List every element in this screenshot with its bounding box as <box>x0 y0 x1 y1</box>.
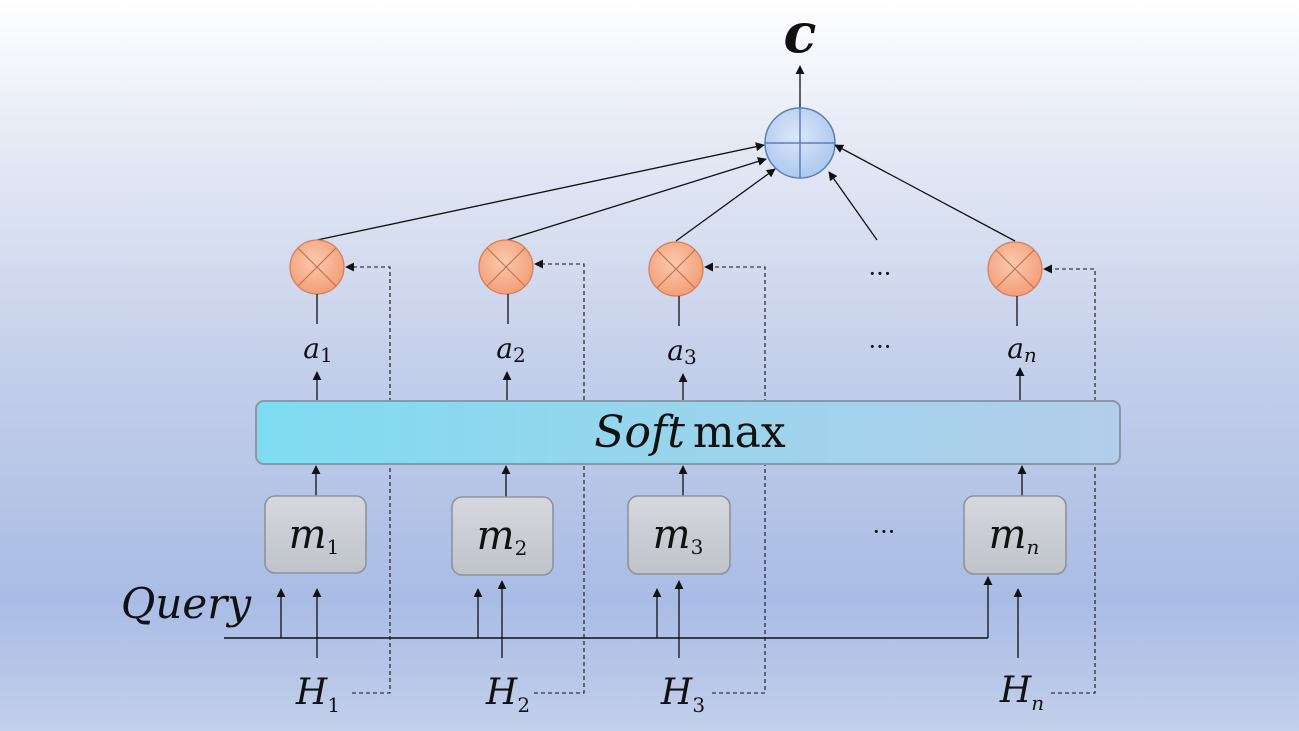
multiplier-node-2 <box>478 239 534 295</box>
hidden-state-n: Hn <box>999 670 1044 715</box>
attention-weight-3-base: a <box>667 334 684 367</box>
attention-weight-n-sub: n <box>1024 343 1037 367</box>
memory-box-3: m3 <box>627 495 731 575</box>
hidden-state-1: H1 <box>295 672 340 717</box>
query-label: Query <box>121 579 252 628</box>
attention-weight-2: a2 <box>496 332 525 367</box>
memory-label-1-base: m <box>289 512 327 558</box>
edge-mul3-sum <box>675 168 776 242</box>
attention-weight-1: a1 <box>303 332 332 367</box>
memory-box-1: m1 <box>264 495 367 574</box>
attention-weight-1-base: a <box>303 332 320 365</box>
multiplier-node-3 <box>648 241 704 297</box>
memory-box-n: mn <box>963 495 1067 575</box>
attention-weight-1-sub: 1 <box>320 343 333 367</box>
memory-label-2: m2 <box>477 513 528 560</box>
memory-label-n-sub: n <box>1027 535 1040 559</box>
memory-label-n: mn <box>989 512 1040 559</box>
hidden-state-n-base: H <box>999 670 1032 711</box>
attention-weight-n: an <box>1007 332 1037 367</box>
sum-node <box>764 107 836 179</box>
softmax-label-italic: Soft <box>594 407 685 458</box>
memory-label-1-sub: 1 <box>327 535 340 559</box>
dashed-h2-to-mul2 <box>534 259 585 694</box>
dashed-h3-to-mul3 <box>704 262 766 694</box>
memory-label-n-base: m <box>989 512 1027 558</box>
hidden-state-n-sub: n <box>1031 691 1044 715</box>
attention-row-ellipsis: ··· <box>869 333 892 361</box>
edge-muln-sum <box>834 144 1016 242</box>
memory-label-3-sub: 3 <box>691 535 704 559</box>
hidden-state-1-sub: 1 <box>327 693 340 717</box>
hidden-state-3-sub: 3 <box>692 693 705 717</box>
dashed-h1-to-mul1 <box>345 262 391 694</box>
edge-ellipsis-sum <box>828 171 878 241</box>
hidden-state-2-sub: 2 <box>517 693 530 717</box>
dashed-hn-to-muln <box>1043 264 1096 694</box>
attention-weight-2-base: a <box>496 332 513 365</box>
memory-label-3-base: m <box>653 512 691 558</box>
multiplier-node-n <box>987 241 1043 297</box>
softmax-label-roman: max <box>693 407 786 458</box>
hidden-state-2-base: H <box>485 672 518 713</box>
memory-box-2: m2 <box>451 496 554 576</box>
memory-label-2-sub: 2 <box>515 536 528 560</box>
memory-label-3: m3 <box>653 512 704 559</box>
attention-weight-3: a3 <box>667 334 696 369</box>
edge-mul1-sum <box>316 142 765 241</box>
memory-label-1: m1 <box>289 512 340 559</box>
output-label: c <box>784 1 817 65</box>
memory-label-2-base: m <box>477 513 515 559</box>
attention-weight-2-sub: 2 <box>513 343 526 367</box>
attention-weight-n-base: a <box>1007 332 1024 365</box>
attention-weight-3-sub: 3 <box>684 345 697 369</box>
hidden-state-2: H2 <box>485 672 530 717</box>
multiplier-row-ellipsis: ··· <box>869 260 892 288</box>
hidden-state-3-base: H <box>660 672 693 713</box>
hidden-state-3: H3 <box>660 672 705 717</box>
multiplier-node-1 <box>289 239 345 295</box>
hidden-state-1-base: H <box>295 672 328 713</box>
edge-mul2-sum <box>506 157 767 241</box>
memory-row-ellipsis: ··· <box>873 518 896 546</box>
